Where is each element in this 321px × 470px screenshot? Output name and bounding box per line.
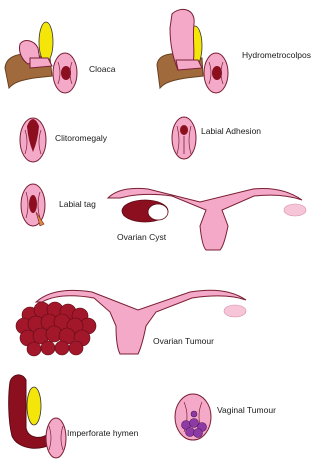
hydrometrocolpos-illustration bbox=[157, 9, 228, 93]
clitoromegaly-illustration bbox=[20, 118, 46, 162]
label-labial-tag: Labial tag bbox=[59, 199, 96, 209]
labial-tag-illustration bbox=[21, 184, 45, 226]
label-vaginal-tumour: Vaginal Tumour bbox=[217, 405, 276, 415]
label-ovarian-cyst: Ovarian Cyst bbox=[117, 232, 166, 242]
ovarian-tumour-illustration bbox=[16, 290, 246, 356]
labial-adhesion-illustration bbox=[172, 117, 196, 159]
label-imperforate-hymen: Imperforate hymen bbox=[67, 428, 138, 438]
imperforate-hymen-illustration bbox=[9, 375, 66, 458]
cloaca-illustration bbox=[5, 22, 77, 93]
label-cloaca: Cloaca bbox=[89, 64, 115, 74]
label-clitoromegaly: Clitoromegaly bbox=[55, 133, 107, 143]
label-ovarian-tumour: Ovarian Tumour bbox=[153, 336, 214, 346]
tumour-mass bbox=[16, 302, 96, 356]
label-hydrometrocolpos: Hydrometrocolpos bbox=[242, 50, 311, 60]
label-labial-adhesion: Labial Adhesion bbox=[201, 126, 261, 136]
vaginal-tumour-illustration bbox=[175, 394, 211, 440]
